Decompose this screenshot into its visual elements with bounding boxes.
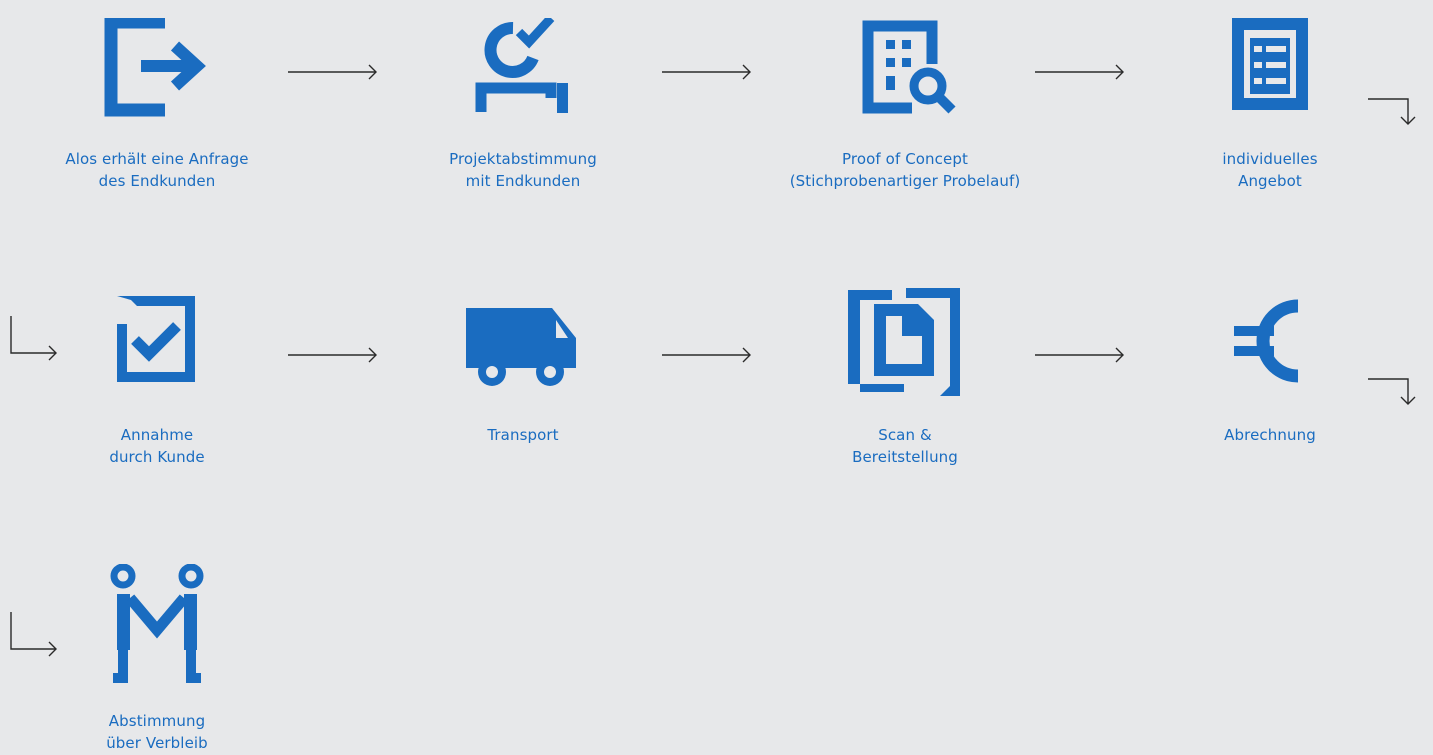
arrow-right-connector [1035,345,1127,365]
van-icon [458,292,588,392]
arrow-down-connector [1368,98,1420,128]
arrow-right-connector [662,345,754,365]
arrow-right-connector [662,62,754,82]
step-label: Scan &Bereitstellung [852,426,958,466]
document-list-icon [1210,18,1330,118]
exit-arrow-icon [97,18,217,118]
building-search-icon [840,18,970,118]
arrow-turn-right-connector [10,316,64,361]
arrow-down-connector [1368,378,1420,408]
arrow-right-connector [288,62,380,82]
scan-document-icon [840,284,970,400]
arrow-right-connector [1035,62,1127,82]
arrow-right-connector [288,345,380,365]
document-check-icon [97,292,217,392]
handshake-people-icon [97,564,217,684]
project-check-icon [463,18,583,118]
step-label: Transport [487,426,559,444]
arrow-turn-right-connector [10,612,64,657]
euro-icon [1210,292,1330,392]
step-label: Abrechnung [1224,426,1316,444]
step-label: Proof of Concept(Stichprobenartiger Prob… [789,150,1021,190]
